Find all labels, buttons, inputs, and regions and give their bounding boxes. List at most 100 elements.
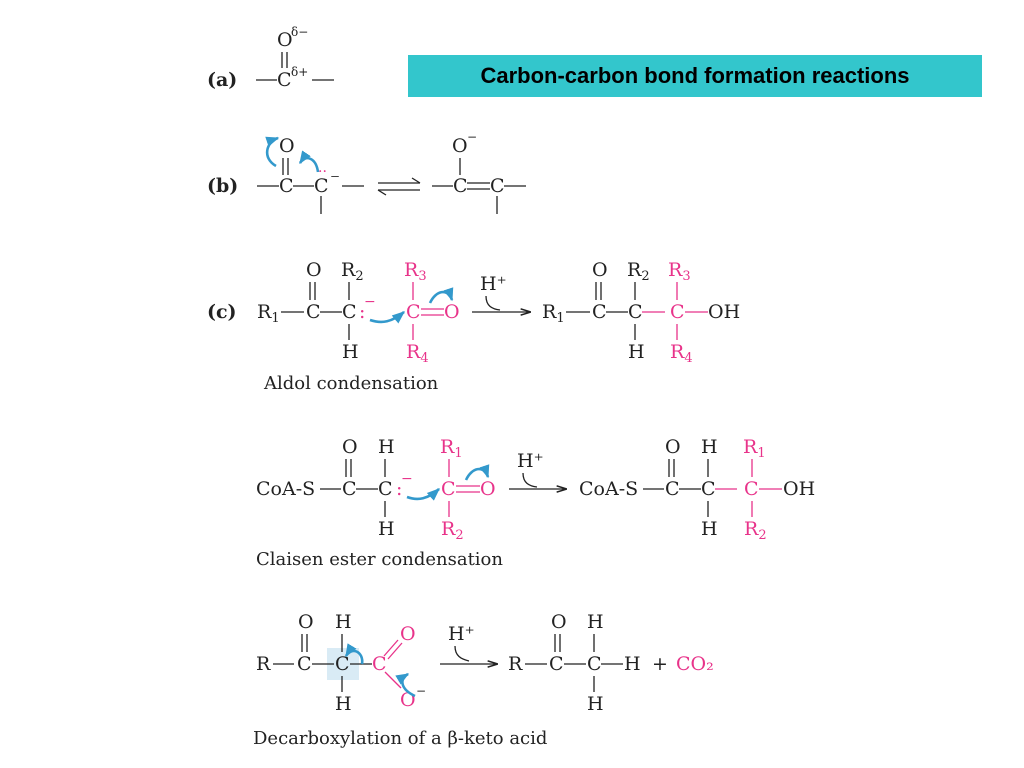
svg-text:CoA-S: CoA-S bbox=[256, 478, 315, 500]
svg-text:C: C bbox=[665, 478, 680, 500]
svg-text:C: C bbox=[744, 478, 759, 500]
panel-b-label: (b) bbox=[207, 175, 238, 197]
svg-text:−: − bbox=[401, 471, 413, 487]
svg-text:O: O bbox=[279, 135, 295, 157]
svg-text:C: C bbox=[372, 653, 387, 675]
acid-catalyst-label: H⁺ bbox=[480, 273, 507, 295]
svg-text:O: O bbox=[277, 29, 293, 51]
svg-text:O: O bbox=[452, 135, 468, 157]
acid-catalyst-label: H⁺ bbox=[448, 623, 475, 645]
svg-text:O: O bbox=[665, 436, 681, 458]
svg-text:C: C bbox=[306, 301, 321, 323]
svg-text:R2: R2 bbox=[441, 518, 464, 543]
curved-electron-arrow-icon bbox=[344, 643, 364, 665]
svg-text:H: H bbox=[378, 436, 395, 458]
svg-text:O: O bbox=[306, 259, 322, 281]
svg-text:C: C bbox=[342, 478, 357, 500]
svg-text:OH: OH bbox=[783, 478, 815, 500]
acid-catalyst-label: H⁺ bbox=[517, 450, 544, 472]
panel-a-carbonyl-polarity: (a) O δ− C δ+ bbox=[207, 25, 334, 91]
curved-electron-arrow-icon bbox=[369, 310, 405, 324]
co2-product: CO₂ bbox=[676, 653, 714, 675]
panel-c-label: (c) bbox=[207, 301, 237, 323]
aldol-caption: Aldol condensation bbox=[263, 373, 439, 394]
svg-text:H: H bbox=[701, 436, 718, 458]
svg-text:O: O bbox=[551, 611, 567, 633]
svg-text:R1: R1 bbox=[743, 436, 766, 461]
svg-text:H: H bbox=[378, 518, 395, 540]
svg-text:R1: R1 bbox=[440, 436, 463, 461]
svg-text:O: O bbox=[298, 611, 314, 633]
svg-text:C: C bbox=[670, 301, 685, 323]
curved-electron-arrow-icon bbox=[428, 287, 454, 304]
svg-text:C: C bbox=[378, 478, 393, 500]
claisen-ester-condensation: CoA-S O C H C : − H R1 C O R2 H⁺ CoA-S O… bbox=[256, 436, 815, 570]
svg-text:C: C bbox=[701, 478, 716, 500]
svg-text:−: − bbox=[467, 130, 477, 144]
svg-text:OH: OH bbox=[708, 301, 740, 323]
svg-text:−: − bbox=[416, 684, 426, 698]
svg-text:H: H bbox=[628, 341, 645, 363]
svg-text:C: C bbox=[297, 653, 312, 675]
svg-text:H: H bbox=[335, 611, 352, 633]
svg-text:C: C bbox=[277, 69, 292, 91]
svg-text:C: C bbox=[279, 175, 294, 197]
svg-text:C: C bbox=[549, 653, 564, 675]
svg-text:H: H bbox=[587, 693, 604, 715]
svg-text:C: C bbox=[628, 301, 643, 323]
panel-a-label: (a) bbox=[207, 69, 237, 91]
svg-text:−: − bbox=[364, 294, 376, 310]
equilibrium-arrows-icon bbox=[377, 177, 421, 196]
claisen-caption: Claisen ester condensation bbox=[256, 549, 503, 570]
svg-text:O: O bbox=[480, 478, 496, 500]
decarb-caption: Decarboxylation of a β-keto acid bbox=[253, 728, 547, 749]
svg-text:R1: R1 bbox=[257, 301, 280, 326]
svg-text:C: C bbox=[335, 653, 350, 675]
svg-text:C: C bbox=[453, 175, 468, 197]
curved-electron-arrow-icon bbox=[406, 488, 440, 501]
page-title: Carbon-carbon bond formation reactions bbox=[480, 63, 910, 88]
svg-text::: : bbox=[396, 478, 402, 500]
svg-text:C: C bbox=[587, 653, 602, 675]
svg-text:C: C bbox=[406, 301, 421, 323]
svg-text:C: C bbox=[592, 301, 607, 323]
svg-text:··: ·· bbox=[318, 164, 327, 180]
svg-text:O: O bbox=[444, 301, 460, 323]
decarboxylation-beta-keto-acid: R O C H C H C O O − H⁺ R O C H C H bbox=[253, 611, 714, 749]
svg-text:C: C bbox=[342, 301, 357, 323]
svg-text:R: R bbox=[508, 653, 523, 675]
svg-text:C: C bbox=[490, 175, 505, 197]
svg-text:+: + bbox=[652, 653, 668, 675]
svg-text:H: H bbox=[587, 611, 604, 633]
svg-text:O: O bbox=[342, 436, 358, 458]
svg-text:R1: R1 bbox=[542, 301, 565, 326]
svg-text:R2: R2 bbox=[744, 518, 767, 543]
svg-text:δ−: δ− bbox=[291, 25, 308, 39]
svg-text:O: O bbox=[592, 259, 608, 281]
curved-electron-arrow-icon bbox=[395, 672, 416, 698]
svg-text:R3: R3 bbox=[404, 259, 427, 284]
svg-text:C: C bbox=[314, 175, 329, 197]
svg-text:C: C bbox=[441, 478, 456, 500]
svg-text:R2: R2 bbox=[627, 259, 650, 284]
svg-text:CoA-S: CoA-S bbox=[579, 478, 638, 500]
title-banner: Carbon-carbon bond formation reactions bbox=[408, 55, 982, 97]
svg-text:R4: R4 bbox=[406, 341, 429, 366]
svg-text:H: H bbox=[624, 653, 641, 675]
svg-text:R: R bbox=[256, 653, 271, 675]
svg-text:H: H bbox=[335, 693, 352, 715]
svg-text:R3: R3 bbox=[668, 259, 691, 284]
svg-text::: : bbox=[359, 301, 365, 323]
svg-text:δ+: δ+ bbox=[291, 65, 308, 79]
svg-text:O: O bbox=[400, 623, 416, 645]
svg-text:R2: R2 bbox=[341, 259, 364, 284]
svg-text:⁻: ⁻ bbox=[330, 169, 340, 191]
svg-text:R4: R4 bbox=[670, 341, 693, 366]
curved-electron-arrow-icon bbox=[298, 150, 320, 173]
curved-electron-arrow-icon bbox=[464, 464, 490, 481]
svg-text:H: H bbox=[342, 341, 359, 363]
panel-c-aldol-condensation: (c) R1 O C R2 C : − H R3 C O R4 H⁺ R1 O bbox=[207, 259, 740, 394]
curved-electron-arrow-icon bbox=[265, 136, 280, 168]
svg-text:H: H bbox=[701, 518, 718, 540]
